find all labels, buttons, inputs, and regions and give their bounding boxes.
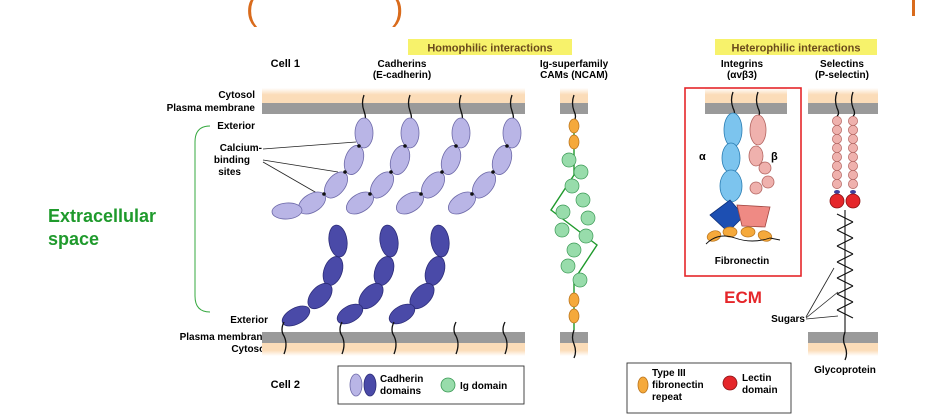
heterophilic-label: Heterophilic interactions xyxy=(732,43,861,55)
calcium-label-2: binding xyxy=(214,155,250,166)
selectins-label-1: Selectins xyxy=(820,59,864,70)
legend-lectin-icon xyxy=(722,375,738,391)
header-glyph-mid: ) xyxy=(392,0,403,28)
cadherin-chains-top xyxy=(271,94,522,220)
membrane-glow-selectin-bottom xyxy=(808,343,878,356)
plasma-membrane-top-label: Plasma membrane xyxy=(167,103,256,114)
exterior-bottom-label: Exterior xyxy=(230,315,268,326)
legend-cadherin-dark-icon xyxy=(363,373,377,397)
cadherin-top-1 xyxy=(271,94,374,220)
legend-lectin-label-1: Lectin xyxy=(742,373,771,384)
integrin-box xyxy=(684,87,802,277)
membrane-cadherin-top xyxy=(262,103,525,114)
cadherin-top-4 xyxy=(448,94,522,215)
alpha-label: α xyxy=(699,151,706,163)
lectin-domain-right xyxy=(845,193,861,209)
extracellular-label-2: space xyxy=(48,229,99,249)
selectin-molecule xyxy=(829,91,861,361)
cadherin-top-2 xyxy=(346,94,420,215)
integrin-alpha xyxy=(719,112,743,203)
calcium-pointer-2 xyxy=(262,159,339,173)
sugars-pointer-2 xyxy=(805,291,839,319)
cell2-label: Cell 2 xyxy=(271,379,300,391)
legend-cadherin-label-2: domains xyxy=(380,386,422,397)
calcium-pointer-3 xyxy=(262,161,323,197)
lectin-domain-left xyxy=(829,193,845,209)
selectin-egf-right xyxy=(850,190,856,194)
header-fragment xyxy=(912,0,915,16)
calcium-label-1: Calcium- xyxy=(220,143,262,154)
cadherin-bottom-1 xyxy=(281,224,348,355)
legend-type3-label-2: fibronectin xyxy=(652,380,704,391)
legend-ig-icon xyxy=(440,377,456,393)
selectin-repeats xyxy=(832,116,858,189)
integrins-label-2: (αvβ3) xyxy=(727,70,757,81)
cadherins-label-2: (E-cadherin) xyxy=(373,70,431,81)
legend-left: Cadherin domains Ig domain xyxy=(337,365,525,405)
sugars-pointer-1 xyxy=(805,267,835,318)
selectins-label-2: (P-selectin) xyxy=(815,70,869,81)
selectin-egf-left xyxy=(834,190,840,194)
header-glyph-left: ( xyxy=(246,0,258,28)
sugars-pointer-3 xyxy=(805,315,839,320)
cadherin-bottom-2 xyxy=(336,224,399,355)
fibronectin-label: Fibronectin xyxy=(715,256,769,267)
legend-cadherin-label-1: Cadherin xyxy=(380,374,423,385)
legend-cadherin-light-icon xyxy=(349,373,363,397)
heterophilic-banner xyxy=(715,39,877,55)
cadherin-bottom-3 xyxy=(388,224,450,355)
homophilic-banner xyxy=(408,39,572,55)
ncam-molecule xyxy=(550,94,598,359)
extracellular-bracket xyxy=(194,125,211,313)
homophilic-label: Homophilic interactions xyxy=(427,43,552,55)
glycoprotein-label: Glycoprotein xyxy=(814,365,876,376)
membrane-glow-cadherin-top xyxy=(262,88,525,103)
legend-type3-label-1: Type III xyxy=(652,368,686,379)
membrane-integrin xyxy=(705,103,787,114)
cadherin-chains-bottom xyxy=(281,224,508,355)
cadherins-label-1: Cadherins xyxy=(378,59,427,70)
calcium-pointer-1 xyxy=(262,141,357,150)
legend-ig-label: Ig domain xyxy=(460,381,507,392)
fibronectin-repeats xyxy=(706,226,773,242)
exterior-top-label: Exterior xyxy=(217,121,255,132)
beta-label: β xyxy=(771,151,778,163)
integrin-molecule xyxy=(705,91,781,245)
membrane-glow-integrin xyxy=(705,88,787,103)
calcium-label-3: sites xyxy=(218,167,241,178)
cadherin-top-3 xyxy=(396,94,471,215)
legend-right: Type III fibronectin repeat Lectin domai… xyxy=(626,362,792,414)
calcium-binding-dots xyxy=(322,144,509,196)
membrane-glow-selectin-top xyxy=(808,88,878,103)
legend-type3-icon xyxy=(637,376,649,394)
membrane-glow-cadherin-bottom xyxy=(262,343,525,356)
cell1-label: Cell 1 xyxy=(271,58,300,70)
membrane-ncam-bottom xyxy=(560,332,588,343)
membrane-glow-ncam-bottom xyxy=(560,343,588,356)
legend-type3-label-3: repeat xyxy=(652,392,683,403)
cytosol-bottom-label: Cytosol xyxy=(231,344,268,355)
ecm-label: ECM xyxy=(724,288,762,307)
integrin-beta xyxy=(748,114,775,195)
integrin-head-pink xyxy=(736,204,771,228)
legend-lectin-label-2: domain xyxy=(742,385,778,396)
glycoprotein-chain xyxy=(836,210,854,332)
sugars-label: Sugars xyxy=(771,314,805,325)
membrane-selectin-top xyxy=(808,103,878,114)
cytosol-top-label: Cytosol xyxy=(218,90,255,101)
extracellular-label-1: Extracellular xyxy=(48,206,156,226)
integrins-label-1: Integrins xyxy=(721,59,764,70)
ig-cams-label-1: Ig-superfamily xyxy=(540,59,609,70)
membrane-ncam-top xyxy=(560,103,588,114)
membrane-cadherin-bottom xyxy=(262,332,525,343)
ig-cams-label-2: CAMs (NCAM) xyxy=(540,70,608,81)
plasma-membrane-bottom-label: Plasma membrane xyxy=(180,332,269,343)
